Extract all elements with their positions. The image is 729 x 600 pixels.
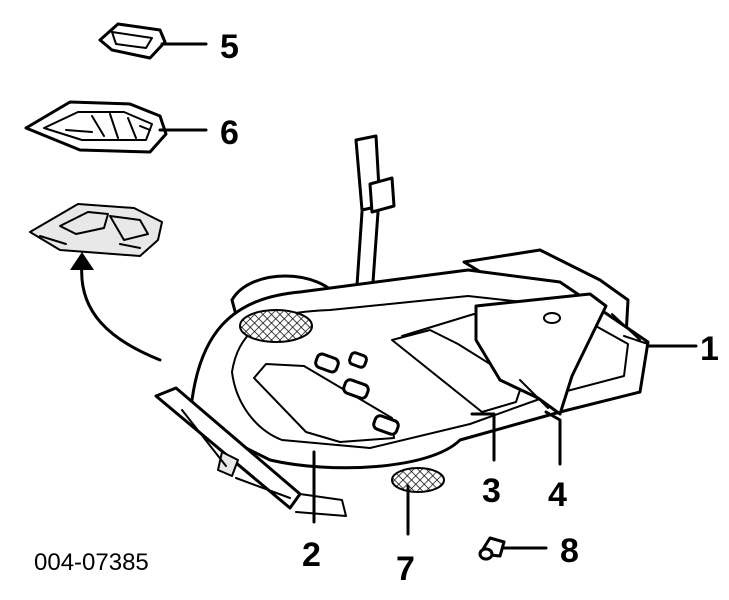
part-8-bulb bbox=[478, 536, 506, 561]
assembly-arrow-head bbox=[70, 252, 94, 270]
part-6-housing bbox=[24, 100, 168, 154]
callout-8: 8 bbox=[560, 532, 579, 570]
grille-left bbox=[239, 309, 313, 343]
grille-bottom bbox=[391, 467, 445, 493]
part-5-lens bbox=[98, 22, 167, 60]
part-switch-assembly bbox=[29, 203, 163, 257]
overhead-console bbox=[154, 134, 650, 517]
callout-2: 2 bbox=[302, 536, 321, 574]
callout-5: 5 bbox=[220, 28, 239, 66]
callout-6: 6 bbox=[220, 114, 239, 152]
callout-3: 3 bbox=[482, 472, 501, 510]
assembly-arrow bbox=[80, 262, 162, 362]
callout-1: 1 bbox=[700, 330, 719, 368]
callout-4: 4 bbox=[548, 476, 567, 514]
leader-line-4 bbox=[544, 410, 562, 466]
leader-line-3 bbox=[470, 412, 496, 462]
document-number: 004-07385 bbox=[34, 549, 149, 576]
callout-7: 7 bbox=[396, 550, 415, 588]
